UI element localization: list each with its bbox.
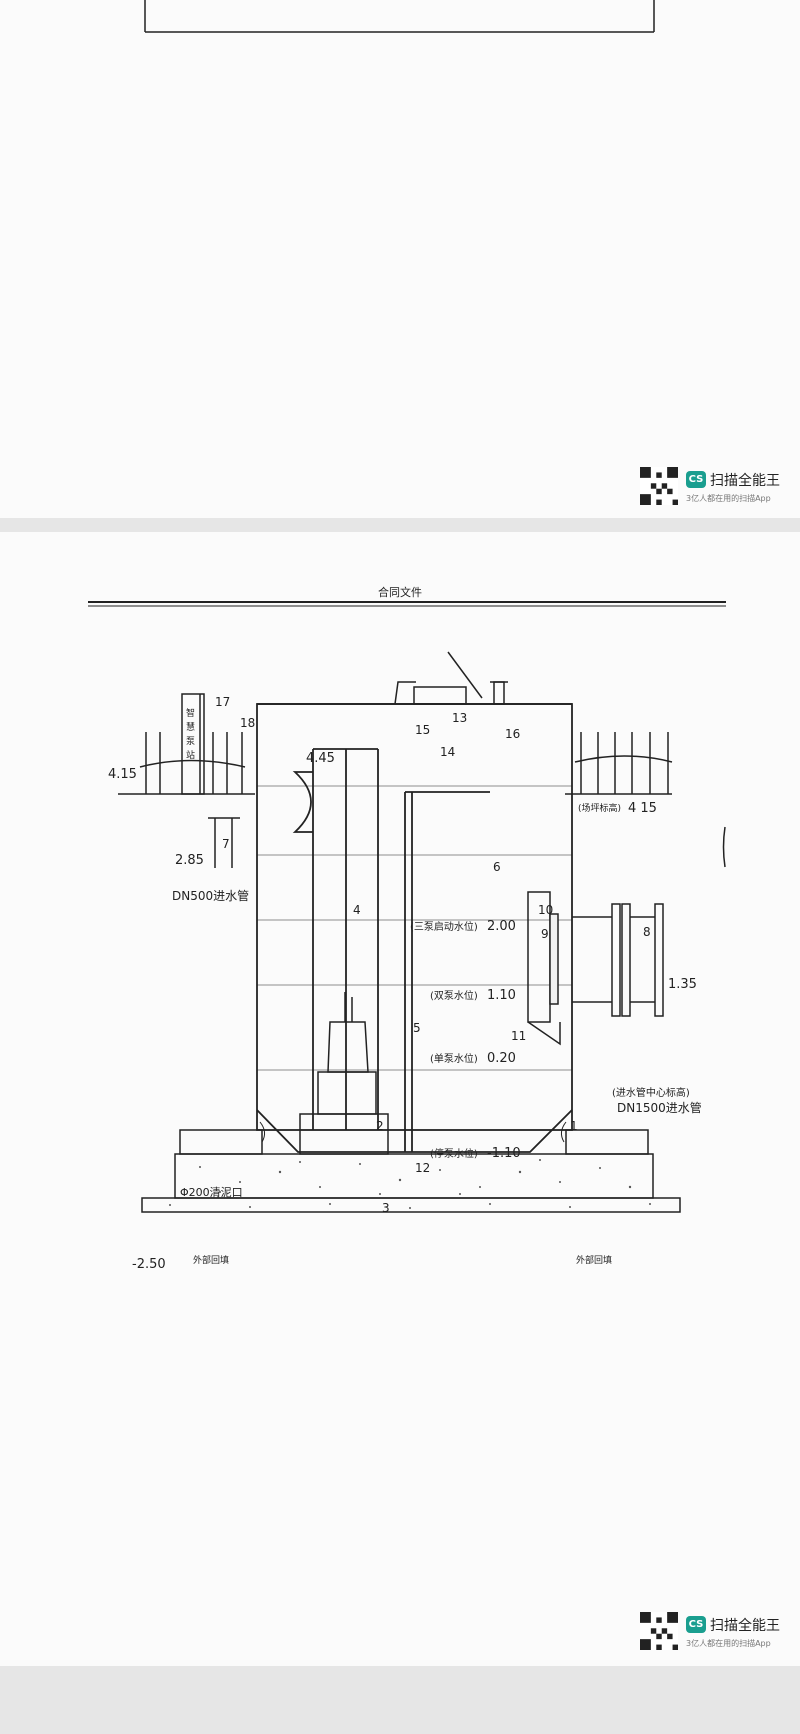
callout-15: 15 [415, 723, 430, 737]
sign-char-2: 慧 [186, 721, 195, 733]
watermark-brand: 扫描全能王 [710, 473, 780, 489]
callout-1: 1 [570, 1119, 578, 1133]
callout-14: 14 [440, 745, 455, 759]
elev-top: 4.45 [306, 751, 335, 766]
callout-17: 17 [215, 695, 230, 709]
backfill-right-label: 外部回填 [576, 1254, 612, 1266]
watermark-2: CS 扫描全能王 3亿人都在用的扫描App [640, 1612, 790, 1652]
callout-8: 8 [643, 925, 651, 939]
sign-char-1: 智 [186, 707, 195, 719]
level-4-label: (停泵水位) [430, 1147, 478, 1160]
callout-5: 5 [413, 1021, 421, 1035]
level-3-value: 0.20 [487, 1051, 516, 1066]
outlet-center-label: (进水管中心标高) [612, 1086, 690, 1099]
right-fence [565, 732, 673, 795]
callout-10: 10 [538, 903, 553, 917]
inlet-pipe-label: DN500进水管 [172, 888, 249, 903]
document-page-1: CS 扫描全能王 3亿人都在用的扫描App [0, 0, 800, 518]
roof-equipment [394, 651, 508, 705]
callout-9: 9 [541, 927, 549, 941]
sign-char-3: 泵 [186, 736, 195, 747]
watermark-1: CS 扫描全能王 3亿人都在用的扫描App [640, 467, 790, 507]
qr-code-icon [640, 467, 678, 505]
elev-pipe-top: 2.85 [175, 853, 204, 868]
callout-2: 2 [376, 1119, 384, 1133]
left-fence [118, 732, 255, 795]
callout-13: 13 [452, 711, 467, 725]
qr-code-icon [640, 1612, 678, 1650]
page-header-title: 合同文件 [378, 586, 422, 599]
page1-frame [144, 0, 655, 33]
level-2-label: (双泵水位) [430, 989, 478, 1002]
elev-left-ground: 4.15 [108, 767, 137, 782]
watermark-tagline: 3亿人都在用的扫描App [686, 1639, 771, 1648]
callout-7: 7 [222, 837, 230, 851]
sign-post [181, 693, 205, 795]
callout-12: 12 [415, 1161, 430, 1175]
level-3-label: (单泵水位) [430, 1052, 478, 1065]
camscanner-logo-icon: CS [686, 471, 706, 488]
page-gap [0, 518, 800, 532]
elev-outlet-center: 1.35 [668, 977, 697, 992]
watermark-tagline: 3亿人都在用的扫描App [686, 494, 771, 503]
document-page-2: 合同文件 智 慧 泵 站 [0, 532, 800, 1666]
inlet-pipe [208, 817, 240, 868]
ground-level-label: (场坪标高) [578, 802, 621, 814]
callout-16: 16 [505, 727, 520, 741]
level-4-value: -1.10 [487, 1146, 521, 1161]
callout-3: 3 [382, 1201, 390, 1215]
elev-bottom: -2.50 [132, 1257, 166, 1272]
outlet-pipe-label: DN1500进水管 [617, 1100, 702, 1115]
backfill-left-label: 外部回填 [193, 1254, 229, 1266]
foundation [141, 1129, 681, 1213]
callout-4: 4 [353, 903, 361, 917]
gravel-texture [169, 1159, 651, 1209]
pump-station-drawing: 智 慧 泵 站 [88, 601, 726, 1272]
camscanner-logo-icon: CS [686, 1616, 706, 1633]
drain-label: Φ200清泥口 [180, 1186, 243, 1199]
pump [299, 992, 389, 1155]
elev-right-ground: 4 15 [628, 801, 657, 816]
level-1-label: (三泵启动水位) [410, 920, 478, 933]
outlet-pipe [527, 891, 664, 1046]
bottom-gap [0, 1666, 800, 1734]
callout-6: 6 [493, 860, 501, 874]
callout-11: 11 [511, 1029, 526, 1043]
level-1-value: 2.00 [487, 919, 516, 934]
sign-char-4: 站 [186, 749, 195, 761]
level-2-value: 1.10 [487, 988, 516, 1003]
callout-18: 18 [240, 716, 255, 730]
watermark-brand: 扫描全能王 [710, 1618, 780, 1634]
